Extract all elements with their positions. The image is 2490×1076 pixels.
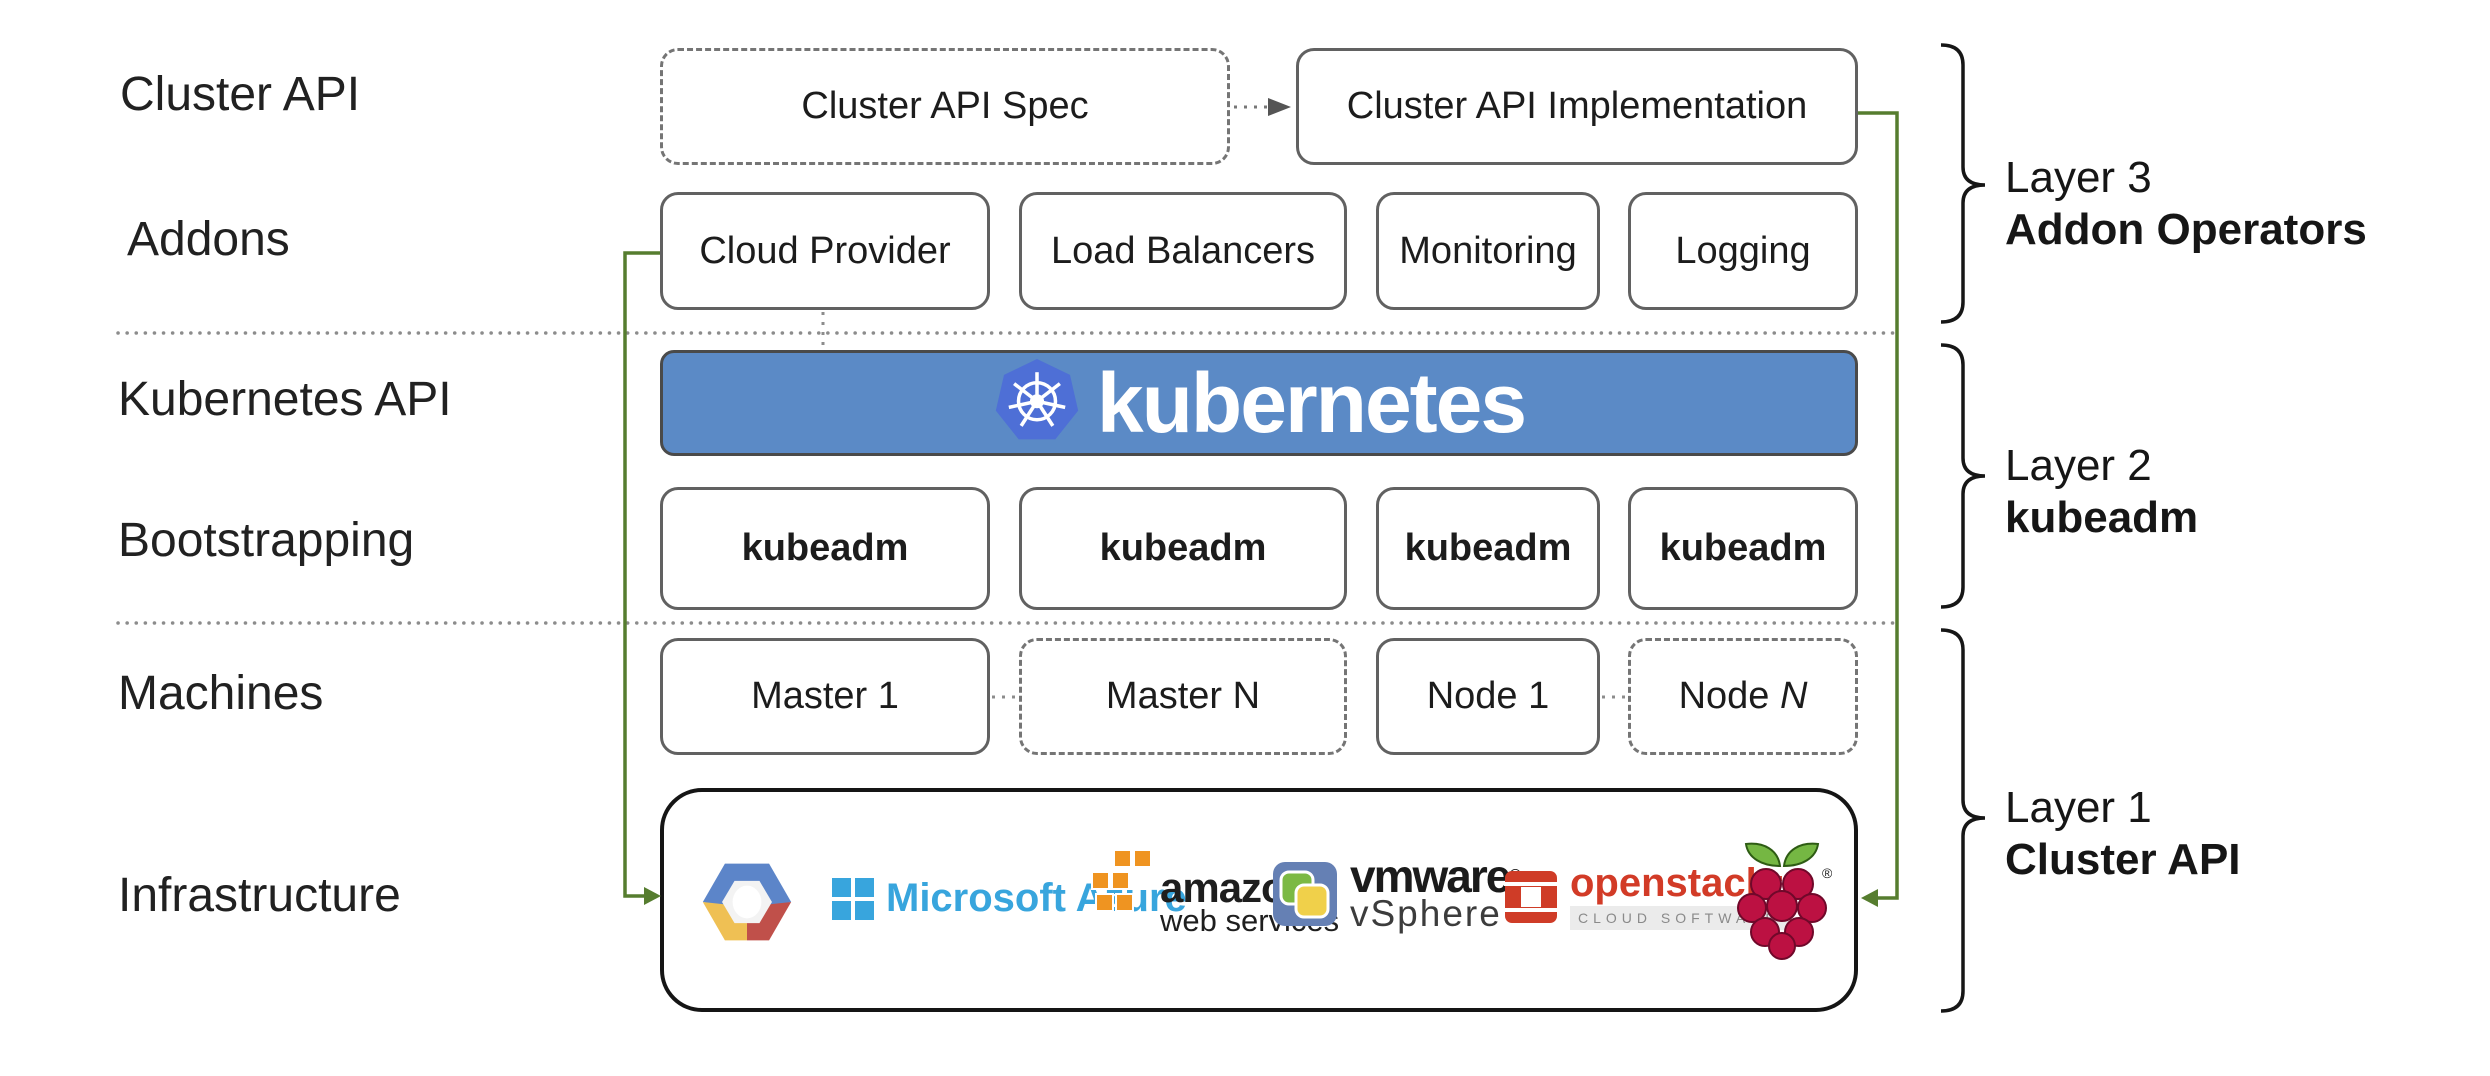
machine-master-1-box: Master 1 <box>660 638 990 755</box>
kubeadm-box-2: kubeadm <box>1019 487 1347 610</box>
kubeadm-box-1: kubeadm <box>660 487 990 610</box>
addon-cloud-provider-box: Cloud Provider <box>660 192 990 310</box>
kubeadm-box-3: kubeadm <box>1376 487 1600 610</box>
infrastructure-box: Microsoft Azure amazon web services <box>660 788 1858 1012</box>
machine-node-1-box: Node 1 <box>1376 638 1600 755</box>
addon-load-balancers-label: Load Balancers <box>1050 229 1316 272</box>
vmware-icon <box>1273 862 1337 926</box>
layer-3-brace <box>1940 43 1986 324</box>
azure-label: Microsoft Azure <box>886 876 1187 920</box>
layer-1-label: Layer 1 Cluster API <box>2005 782 2241 886</box>
layer-3-label: Layer 3 Addon Operators <box>2005 152 2367 256</box>
layer-3-subtitle: Addon Operators <box>2005 205 2367 254</box>
openstack-label: openstack™ <box>1570 861 1784 905</box>
machine-master-n-label: Master N <box>1105 675 1261 717</box>
addon-logging-box: Logging <box>1628 192 1858 310</box>
cluster-api-spec-label: Cluster API Spec <box>801 85 1089 127</box>
kubernetes-bar: kubernetes <box>660 350 1858 456</box>
windows-icon <box>832 877 874 920</box>
kubeadm-label: kubeadm <box>1099 527 1267 569</box>
addon-logging-label: Logging <box>1675 229 1811 272</box>
layer-1-subtitle: Cluster API <box>2005 835 2241 884</box>
kubeadm-box-4: kubeadm <box>1628 487 1858 610</box>
rpi-registered-mark: ® <box>1822 865 1832 881</box>
machine-node-1-label: Node 1 <box>1426 675 1550 717</box>
microsoft-azure-logo: Microsoft Azure <box>832 876 1187 921</box>
vmware-vsphere-logo: vmware® vSphere <box>1272 850 1521 934</box>
right-green-arrowhead <box>1861 889 1878 907</box>
addon-monitoring-label: Monitoring <box>1399 229 1577 272</box>
aws-cubes-icon <box>1091 849 1152 912</box>
layer-2-subtitle: kubeadm <box>2005 493 2199 542</box>
kubeadm-label: kubeadm <box>1404 527 1572 569</box>
spec-to-implementation-arrowhead <box>1268 98 1291 116</box>
layer-2-title: Layer 2 <box>2005 441 2152 490</box>
raspberry-pi-icon: ® <box>1732 836 1832 962</box>
row-label-addons: Addons <box>127 213 290 266</box>
kubernetes-wordmark: kubernetes <box>1096 356 1527 450</box>
row-label-kubernetes-api: Kubernetes API <box>118 373 452 426</box>
row-label-infrastructure: Infrastructure <box>118 869 401 922</box>
machine-master-n-box: Master N <box>1019 638 1347 755</box>
cloud-provider-to-infrastructure-line <box>623 251 660 898</box>
machine-node-n-box: Node N <box>1628 638 1858 755</box>
layer-1-brace <box>1940 628 1986 1013</box>
left-green-arrowhead <box>644 887 661 905</box>
row-label-machines: Machines <box>118 667 324 720</box>
layer-1-title: Layer 1 <box>2005 783 2152 832</box>
addon-cloud-provider-label: Cloud Provider <box>699 229 951 272</box>
machine-node-n-label: Node N <box>1678 675 1808 717</box>
cluster-api-implementation-box: Cluster API Implementation <box>1296 48 1858 165</box>
google-cloud-icon <box>699 854 795 950</box>
kubernetes-logo-icon <box>995 359 1079 440</box>
kubeadm-label: kubeadm <box>741 527 909 569</box>
layer-2-label: Layer 2 kubeadm <box>2005 440 2198 544</box>
addon-load-balancers-box: Load Balancers <box>1019 192 1347 310</box>
vmware-label: vmware® <box>1350 850 1521 902</box>
cluster-api-spec-box: Cluster API Spec <box>660 48 1230 165</box>
vsphere-label: vSphere <box>1350 893 1502 934</box>
implementation-to-infrastructure-line <box>1858 111 1899 900</box>
machine-master-1-label: Master 1 <box>751 675 899 717</box>
layer-3-title: Layer 3 <box>2005 153 2152 202</box>
layer-2-brace <box>1940 343 1986 609</box>
cluster-api-implementation-label: Cluster API Implementation <box>1346 85 1808 127</box>
kubeadm-label: kubeadm <box>1659 527 1827 569</box>
addon-monitoring-box: Monitoring <box>1376 192 1600 310</box>
row-label-cluster-api: Cluster API <box>120 68 361 121</box>
row-label-bootstrapping: Bootstrapping <box>118 514 415 567</box>
openstack-icon <box>1504 871 1558 923</box>
openstack-logo: openstack™ CLOUD SOFTWARE <box>1504 861 1788 930</box>
